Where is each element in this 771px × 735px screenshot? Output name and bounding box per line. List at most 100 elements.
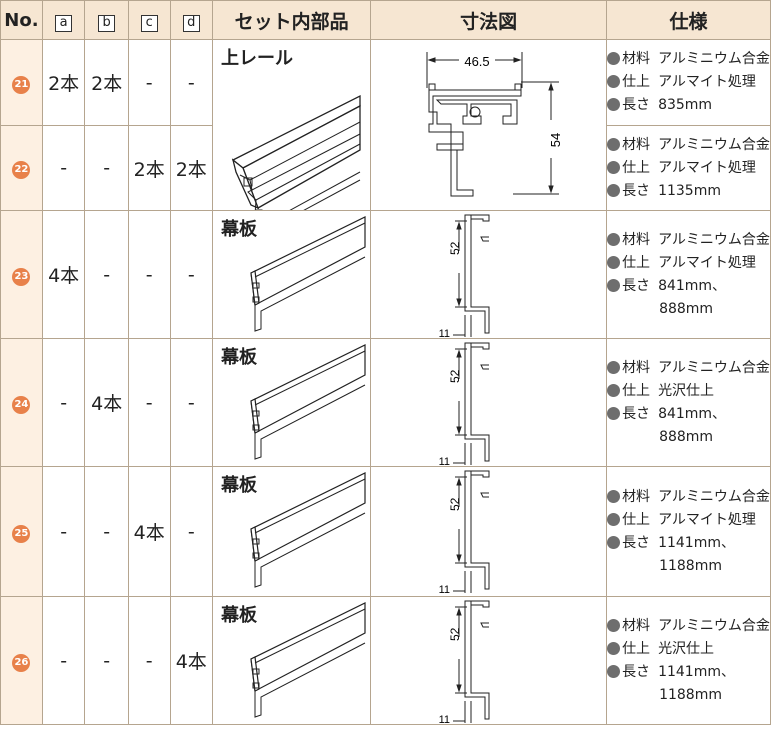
spec-material: アルミニウム合金 [658, 617, 770, 634]
spec-finish: アルマイト処理 [658, 74, 756, 90]
row-number-cell: 23 [0, 210, 43, 339]
spec-key-material: 材料 [622, 359, 651, 376]
header-part: セット内部品 [212, 0, 372, 40]
bullet-icon [607, 183, 621, 197]
spec-key-material: 材料 [622, 231, 651, 248]
bullet-icon [607, 137, 621, 151]
panel-section-diagram: 52 11 [439, 470, 490, 596]
height-dimension-text: 52 [448, 241, 462, 255]
panel-image [250, 472, 366, 588]
bullet-icon [607, 360, 621, 374]
height-dimension-text: 52 [448, 627, 462, 641]
spec-length: 835mm [658, 97, 713, 113]
bullet-icon [607, 232, 621, 246]
qty-b: - [84, 210, 129, 339]
header-spec: 仕様 [606, 0, 771, 40]
bullet-icon [607, 641, 621, 655]
width-dimension-text: 11 [439, 714, 450, 725]
dimension-cell-panel: 52 11 [370, 466, 608, 597]
qty-a: - [41, 596, 86, 725]
qty-a: - [41, 466, 86, 597]
panel-image [250, 344, 366, 460]
row-number-badge: 22 [12, 161, 31, 179]
bullet-icon [607, 98, 621, 111]
part-label-panel: 幕板 [221, 347, 258, 368]
bullet-icon [607, 383, 621, 397]
width-dimension-text: 11 [439, 584, 450, 596]
bullet-icon [607, 278, 621, 292]
dimension-cell-upper-rail: 46.5 54 [370, 39, 608, 211]
box-label-a: a [55, 14, 73, 32]
spec-length: 1141mm、 [658, 534, 735, 551]
spec-key-length: 長さ [622, 182, 651, 199]
bullet-icon [607, 52, 621, 65]
upper-rail-image [231, 94, 361, 210]
part-cell-panel: 幕板 [212, 210, 372, 339]
spec-material: アルミニウム合金 [658, 359, 770, 376]
table-row: 24 - 4本 - - 幕板 [0, 338, 771, 467]
qty-c: - [127, 338, 171, 467]
qty-b: - [84, 596, 129, 725]
header-c: c [127, 0, 171, 40]
qty-a: - [41, 338, 86, 467]
qty-c: - [127, 39, 171, 126]
qty-c: - [127, 210, 171, 339]
header-b: b [84, 0, 129, 40]
spec-finish: アルマイト処理 [658, 254, 756, 271]
dimension-cell-panel: 52 11 [370, 596, 608, 725]
qty-c: - [127, 596, 171, 725]
bullet-icon [607, 255, 621, 269]
part-label-upper-rail: 上レール [221, 48, 294, 69]
part-label-panel: 幕板 [221, 219, 258, 240]
part-label-panel: 幕板 [221, 605, 258, 626]
qty-d: - [169, 466, 214, 597]
height-dimension-text: 52 [448, 497, 462, 511]
spec-length: 841mm、 [658, 405, 727, 422]
table-row: 21 2本 2本 - - [0, 39, 771, 211]
spec-key-length: 長さ [622, 277, 651, 294]
qty-c: 2本 [127, 125, 171, 211]
spec-key-finish: 仕上 [622, 159, 651, 176]
row-number-badge: 26 [12, 653, 31, 672]
spec-key-finish: 仕上 [622, 74, 651, 90]
part-cell-panel: 幕板 [212, 596, 372, 725]
row-number-cell: 25 [0, 466, 43, 597]
spec-material: アルミニウム合金 [658, 231, 770, 248]
panel-section-diagram: 52 11 [439, 214, 490, 339]
spec-finish: 光沢仕上 [658, 382, 715, 399]
spec-length: 841mm、 [658, 277, 727, 294]
part-cell-upper-rail: 上レール [212, 39, 372, 211]
row-number-badge: 23 [12, 267, 31, 286]
spec-key-finish: 仕上 [622, 640, 651, 657]
qty-a: 2本 [41, 39, 86, 126]
spec-length-2: 1188mm [659, 686, 722, 703]
table-row: 25 - - 4本 - 幕板 [0, 466, 771, 597]
qty-d: 2本 [169, 125, 214, 211]
panel-section-diagram: 52 11 [439, 342, 490, 466]
height-dimension-text: 54 [548, 133, 563, 147]
row-number-cell: 24 [0, 338, 43, 467]
spec-key-length: 長さ [622, 405, 651, 422]
spec-material: アルミニウム合金 [658, 51, 770, 67]
spec-key-length: 長さ [622, 534, 651, 551]
row-number-cell: 26 [0, 596, 43, 725]
bullet-icon [607, 75, 621, 88]
row-number-cell: 22 [0, 125, 43, 211]
spec-key-finish: 仕上 [622, 511, 651, 528]
qty-b: 2本 [84, 39, 129, 126]
spec-key-material: 材料 [622, 136, 651, 153]
header-d: d [169, 0, 214, 40]
qty-b: - [84, 125, 129, 211]
bullet-icon [607, 618, 621, 632]
spec-key-length: 長さ [622, 97, 651, 113]
dimension-cell-panel: 52 11 [370, 338, 608, 467]
width-dimension-text: 11 [439, 328, 450, 339]
upper-rail-section-diagram: 46.5 54 [426, 52, 563, 197]
spec-length-2: 1188mm [659, 557, 722, 574]
